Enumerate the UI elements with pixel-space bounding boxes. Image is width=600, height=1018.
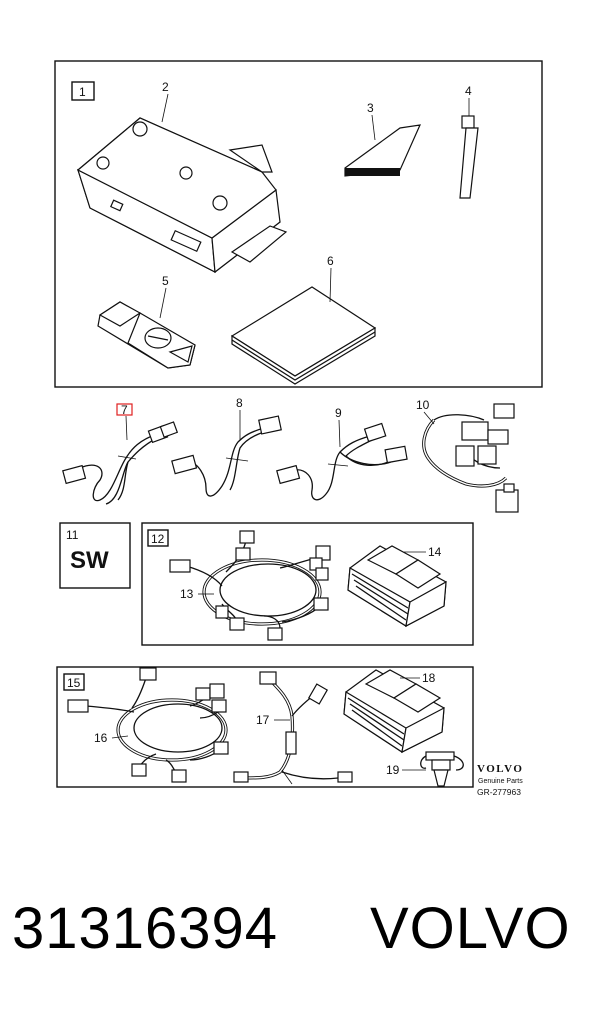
- callout-4: 4: [465, 84, 472, 98]
- callout-11: 11: [66, 528, 79, 542]
- harness-7: [62, 421, 179, 505]
- callout-2: 2: [162, 80, 169, 94]
- callout-7-highlight: [116, 403, 133, 416]
- adhesive-pad: [344, 124, 421, 177]
- harness-10: [422, 403, 519, 513]
- callout-1: 1: [79, 85, 86, 99]
- harness-9: [276, 422, 408, 501]
- brand-logo: VOLVO: [477, 763, 523, 775]
- callout-17: 17: [256, 713, 270, 727]
- kit-number-box-15: [63, 673, 85, 691]
- harness-16: [67, 667, 229, 783]
- footer: 31316394 VOLVO: [0, 895, 600, 975]
- kit-frame-12: [141, 522, 474, 646]
- callout-5: 5: [162, 274, 169, 288]
- part-number: 31316394: [12, 896, 279, 961]
- sw-box: [59, 522, 131, 589]
- callout-19: 19: [386, 763, 400, 777]
- sw-label: SW: [70, 547, 109, 574]
- kit-frame-1: [54, 60, 543, 388]
- harness-13: [169, 530, 331, 641]
- callout-14: 14: [428, 545, 442, 559]
- connector-block-14: [347, 545, 447, 628]
- manual-booklet: [230, 286, 377, 385]
- parts-diagram: 1 2 3 4 5: [54, 60, 543, 797]
- kit-number-box-12: [147, 529, 169, 547]
- cable-tie: [459, 115, 479, 199]
- callout-16: 16: [94, 731, 108, 745]
- control-module: [76, 117, 288, 274]
- connector-block-18: [343, 669, 445, 754]
- callout-18: 18: [422, 671, 436, 685]
- callout-13: 13: [180, 587, 194, 601]
- callout-12: 12: [151, 532, 165, 546]
- callout-7: 7: [121, 403, 128, 417]
- kit-frame-15: [56, 666, 474, 788]
- clip-19: [420, 751, 464, 787]
- callout-8: 8: [236, 396, 243, 410]
- callout-3: 3: [367, 101, 374, 115]
- kit-number-box-1: [71, 81, 95, 101]
- callout-9: 9: [335, 406, 342, 420]
- callout-10: 10: [416, 398, 430, 412]
- drawing-reference: GR-277963: [477, 787, 521, 797]
- usb-stick: [97, 301, 196, 369]
- brand-subtitle: Genuine Parts: [478, 778, 523, 785]
- callout-15: 15: [67, 676, 81, 690]
- callout-6: 6: [327, 254, 334, 268]
- brand-name: VOLVO: [370, 896, 571, 961]
- harness-17: [233, 671, 353, 785]
- harness-8: [171, 415, 282, 497]
